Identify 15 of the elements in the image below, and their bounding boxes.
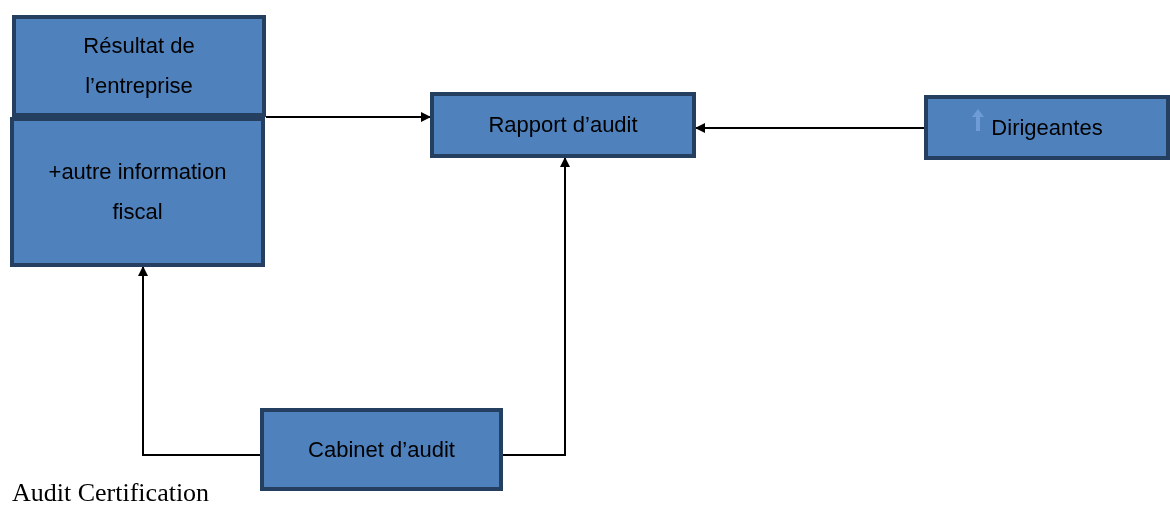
process-box [12, 15, 266, 117]
box-label: Rapport d’audit [488, 111, 638, 139]
box-label: +autre information fiscal [47, 158, 228, 226]
arrow [502, 157, 570, 456]
arrow [265, 112, 431, 122]
arrow [695, 123, 925, 133]
box-label: Cabinet d’audit [308, 435, 455, 464]
process-box [260, 408, 503, 491]
process-box [924, 95, 1170, 160]
diagram-label: Audit Certification [12, 478, 210, 508]
box-label: Dirigeantes [991, 113, 1103, 142]
process-box [10, 117, 265, 267]
arrow [138, 266, 261, 456]
process-box [430, 92, 696, 158]
box-label: Résultat de l’entreprise [82, 32, 196, 100]
